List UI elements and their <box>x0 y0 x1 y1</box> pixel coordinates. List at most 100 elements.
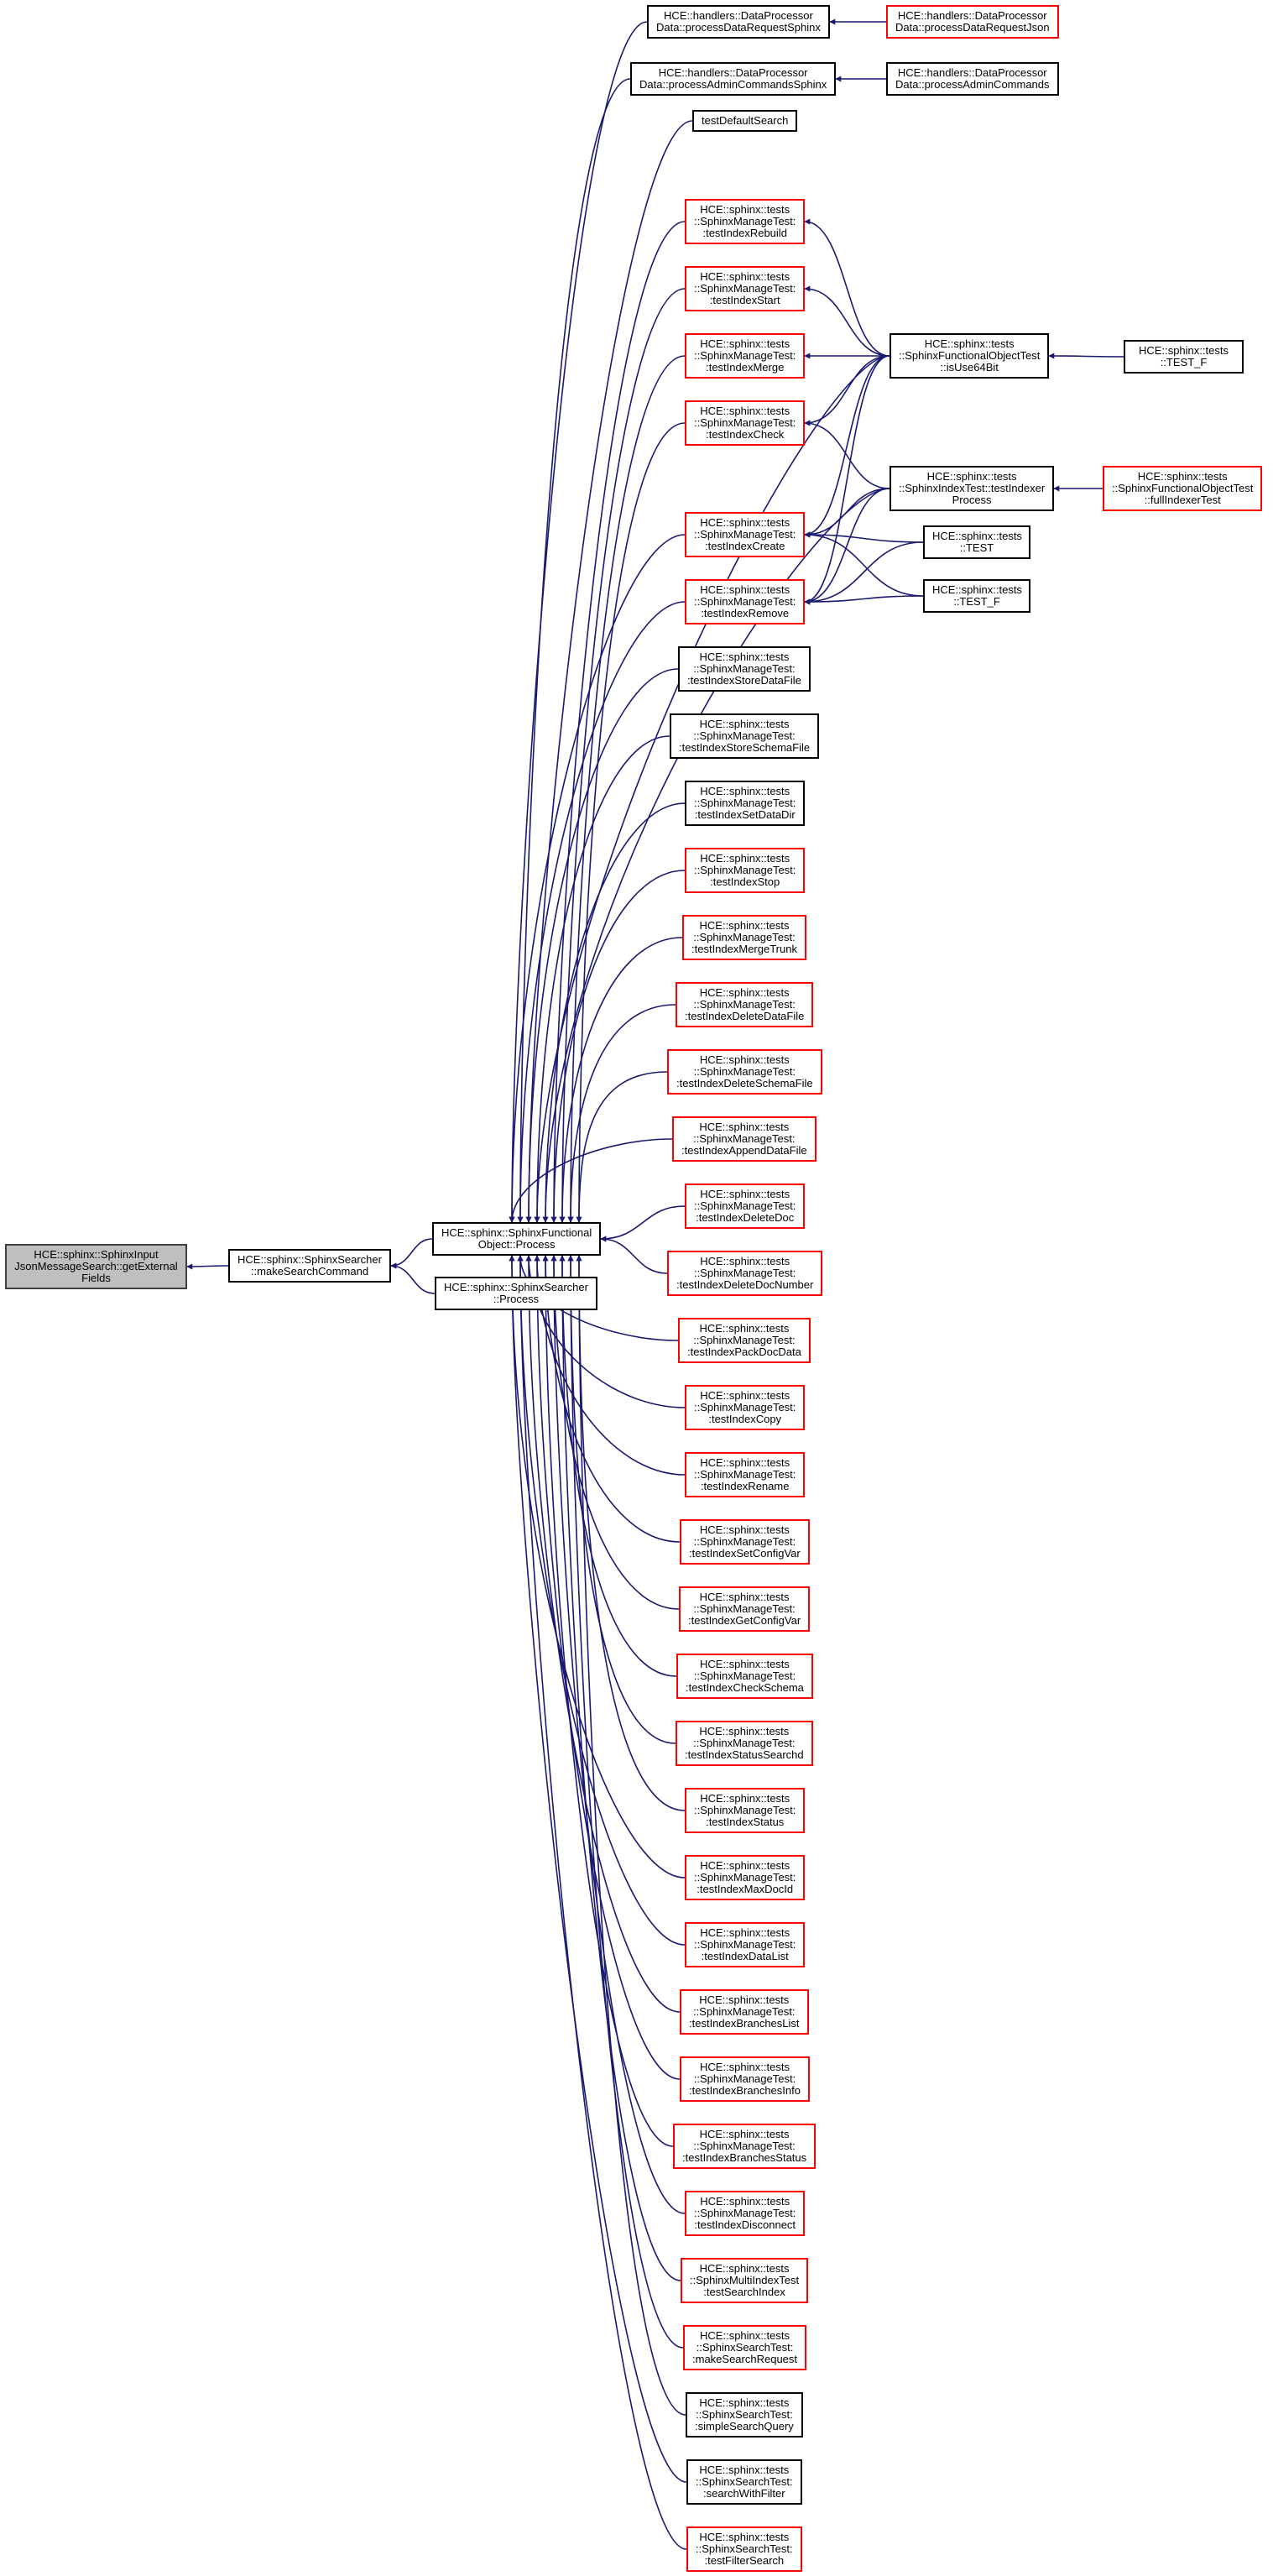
node-label-line: HCE::sphinx::tests <box>699 1993 790 2006</box>
node-label-line: ::TEST_F <box>953 595 1000 608</box>
edge-indexer-process-to-test-index-remove <box>804 488 890 605</box>
node-test-index-get-config-var[interactable]: HCE::sphinx::tests::SphinxManageTest::te… <box>679 1586 811 1632</box>
edge-test-index-delete-schema-file-to-func-process <box>576 1071 668 1223</box>
node-test-index-merge-trunk[interactable]: HCE::sphinx::tests::SphinxManageTest::te… <box>682 915 806 960</box>
node-test-index-create[interactable]: HCE::sphinx::tests::SphinxManageTest::te… <box>685 512 806 557</box>
node-test-index-set-data-dir[interactable]: HCE::sphinx::tests::SphinxManageTest::te… <box>685 781 806 826</box>
node-indexer-process[interactable]: HCE::sphinx::tests::SphinxIndexTest::tes… <box>890 466 1055 511</box>
node-label-line: HCE::sphinx::tests <box>700 583 790 596</box>
node-label-line: :testIndexAppendDataFile <box>681 1144 807 1157</box>
node-test-index-delete-doc-number[interactable]: HCE::sphinx::tests::SphinxManageTest::te… <box>667 1251 823 1296</box>
edge-test-index-get-config-var-to-func-process <box>550 1255 680 1610</box>
node-label-line: testDefaultSearch <box>702 114 789 127</box>
node-label-line: HCE::sphinx::tests <box>700 1926 790 1939</box>
node-test-index-append-data-file[interactable]: HCE::sphinx::tests::SphinxManageTest::te… <box>672 1116 816 1162</box>
edge-test-index-remove-to-func-process <box>517 601 686 1223</box>
node-test-index-store-schema-file[interactable]: HCE::sphinx::tests::SphinxManageTest::te… <box>670 713 820 759</box>
node-test-index-set-config-var[interactable]: HCE::sphinx::tests::SphinxManageTest::te… <box>680 1519 810 1565</box>
node-test-index-branches-status[interactable]: HCE::sphinx::tests::SphinxManageTest::te… <box>673 2124 816 2169</box>
node-test-index-copy[interactable]: HCE::sphinx::tests::SphinxManageTest::te… <box>685 1385 806 1430</box>
node-full-indexer-test[interactable]: HCE::sphinx::tests::SphinxFunctionalObje… <box>1103 466 1263 511</box>
node-label-line: HCE::sphinx::tests <box>1139 344 1229 357</box>
node-label-line: :testIndexStoreSchemaFile <box>679 741 811 754</box>
edge-test-f-b-to-test-index-create <box>804 531 924 597</box>
node-label-line: ::TEST <box>959 541 994 554</box>
node-test-index-delete-schema-file[interactable]: HCE::sphinx::tests::SphinxManageTest::te… <box>667 1049 822 1095</box>
node-label-line: :testIndexCopy <box>708 1413 782 1425</box>
node-label-line: HCE::sphinx::tests <box>932 530 1022 542</box>
node-label-line: JsonMessageSearch::getExternal <box>14 1260 178 1272</box>
edge-test-index-status-to-func-process <box>576 1255 686 1811</box>
node-test-index-remove[interactable]: HCE::sphinx::tests::SphinxManageTest::te… <box>685 579 806 624</box>
node-test-index-status[interactable]: HCE::sphinx::tests::SphinxManageTest::te… <box>685 1788 806 1833</box>
node-label-line: :testIndexRebuild <box>702 227 787 239</box>
node-test-index-start[interactable]: HCE::sphinx::tests::SphinxManageTest::te… <box>685 266 806 311</box>
node-test-search-index[interactable]: HCE::sphinx::tests::SphinxMultiIndexTest… <box>681 2258 809 2303</box>
edge-test-index-branches-info-to-func-process <box>534 1255 681 2080</box>
node-make-search-request[interactable]: HCE::sphinx::tests::SphinxSearchTest::ma… <box>683 2325 807 2370</box>
node-label-line: HCE::sphinx::tests <box>700 785 790 797</box>
node-label-line: :testIndexStart <box>709 294 780 306</box>
node-label-line: ::SphinxFunctionalObjectTest <box>1112 482 1254 494</box>
node-label-line: :testIndexDeleteDoc <box>696 1211 795 1224</box>
node-label-line: ::SphinxManageTest: <box>694 1199 796 1212</box>
node-test-f-b[interactable]: HCE::sphinx::tests::TEST_F <box>923 579 1030 613</box>
node-label-line: ::SphinxManageTest: <box>694 215 796 227</box>
node-search-with-filter[interactable]: HCE::sphinx::tests::SphinxSearchTest::se… <box>686 2459 802 2505</box>
node-test-index-store-data-file[interactable]: HCE::sphinx::tests::SphinxManageTest::te… <box>678 646 811 692</box>
node-test-index-disconnect[interactable]: HCE::sphinx::tests::SphinxManageTest::te… <box>685 2191 806 2236</box>
node-make-search-command[interactable]: HCE::sphinx::SphinxSearcher::makeSearchC… <box>228 1249 391 1283</box>
node-test-default-search[interactable]: testDefaultSearch <box>692 110 798 132</box>
node-label-line: ::SphinxManageTest: <box>693 1535 796 1548</box>
node-test-f-a[interactable]: HCE::sphinx::tests::TEST_F <box>1124 340 1244 374</box>
node-test-index-status-searchd[interactable]: HCE::sphinx::tests::SphinxManageTest::te… <box>676 1721 813 1766</box>
node-test-index-merge[interactable]: HCE::sphinx::tests::SphinxManageTest::te… <box>685 333 806 379</box>
edge-simple-search-query-to-func-process <box>576 1255 686 2416</box>
edge-test-index-delete-doc-to-func-process <box>600 1205 686 1242</box>
node-test-index-data-list[interactable]: HCE::sphinx::tests::SphinxManageTest::te… <box>685 1922 806 1967</box>
edge-test-index-merge-trunk-to-func-process <box>559 937 683 1223</box>
node-label-line: :testIndexRename <box>700 1480 790 1492</box>
node-test-index-max-doc-id[interactable]: HCE::sphinx::tests::SphinxManageTest::te… <box>685 1855 806 1900</box>
node-test-index-check-schema[interactable]: HCE::sphinx::tests::SphinxManageTest::te… <box>676 1654 813 1699</box>
node-simple-search-query[interactable]: HCE::sphinx::tests::SphinxSearchTest::si… <box>686 2392 803 2438</box>
node-test[interactable]: HCE::sphinx::tests::TEST <box>923 525 1030 559</box>
edge-test-index-branches-list-to-func-process <box>525 1255 681 2013</box>
node-searcher-process[interactable]: HCE::sphinx::SphinxSearcher::Process <box>435 1277 597 1310</box>
node-test-index-rename[interactable]: HCE::sphinx::tests::SphinxManageTest::te… <box>685 1452 806 1497</box>
node-label-line: HCE::sphinx::tests <box>700 405 790 417</box>
node-test-index-pack-doc-data[interactable]: HCE::sphinx::tests::SphinxManageTest::te… <box>678 1318 811 1363</box>
node-label-line: HCE::sphinx::tests <box>699 2531 790 2543</box>
edge-test-index-stop-to-func-process <box>550 870 686 1223</box>
node-label-line: ::SphinxSearchTest: <box>696 2408 793 2421</box>
node-test-index-delete-doc[interactable]: HCE::sphinx::tests::SphinxManageTest::te… <box>685 1183 806 1229</box>
node-label-line: HCE::sphinx::tests <box>932 583 1022 596</box>
node-test-index-check[interactable]: HCE::sphinx::tests::SphinxManageTest::te… <box>685 400 806 446</box>
node-test-filter-search[interactable]: HCE::sphinx::tests::SphinxSearchTest::te… <box>686 2526 802 2572</box>
node-label-line: HCE::sphinx::tests <box>699 919 790 932</box>
node-label-line: HCE::sphinx::tests <box>699 718 790 730</box>
node-test-index-rebuild[interactable]: HCE::sphinx::tests::SphinxManageTest::te… <box>685 199 806 244</box>
node-label-line: :testIndexDeleteDataFile <box>685 1010 805 1022</box>
node-label-line: Data::processDataRequestJson <box>895 21 1050 34</box>
node-label-line: Data::processDataRequestSphinx <box>656 21 821 34</box>
node-label-line: ::SphinxMultiIndexTest <box>690 2274 800 2286</box>
node-test-index-branches-list[interactable]: HCE::sphinx::tests::SphinxManageTest::te… <box>680 1989 809 2035</box>
node-test-index-stop[interactable]: HCE::sphinx::tests::SphinxManageTest::te… <box>685 848 806 893</box>
node-label-line: HCE::sphinx::tests <box>700 203 790 216</box>
node-test-index-branches-info[interactable]: HCE::sphinx::tests::SphinxManageTest::te… <box>680 2056 810 2102</box>
node-label-line: ::makeSearchCommand <box>250 1265 369 1278</box>
edge-is-use64-bit-to-test-index-check <box>804 355 890 426</box>
node-label-line: ::SphinxManageTest: <box>694 528 796 541</box>
node-label-line: HCE::sphinx::tests <box>699 1725 790 1737</box>
node-label-line: HCE::sphinx::SphinxInput <box>34 1248 159 1261</box>
node-test-index-delete-data-file[interactable]: HCE::sphinx::tests::SphinxManageTest::te… <box>676 982 814 1027</box>
edge-indexer-process-to-test-index-check <box>804 420 890 489</box>
node-is-use64-bit[interactable]: HCE::sphinx::tests::SphinxFunctionalObje… <box>890 333 1050 379</box>
